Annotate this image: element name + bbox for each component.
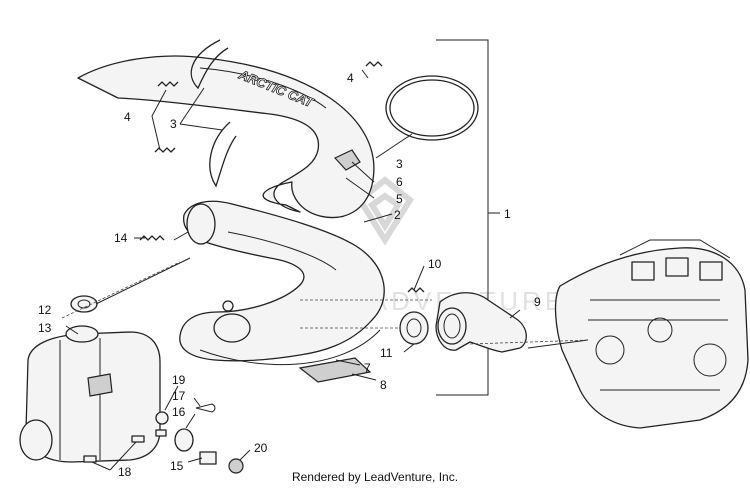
band-clamp: [385, 75, 479, 141]
assembly-bracket: [436, 39, 500, 396]
callout-3-right: 3: [396, 157, 403, 171]
spacer-15: [199, 451, 217, 465]
exhaust-manifold: [435, 292, 527, 353]
callout-7: 7: [364, 361, 371, 375]
callout-4-left: 4: [124, 110, 131, 124]
callout-4-top: 4: [347, 71, 354, 85]
callouts: 1 2 3 3 3 4 4 5 6 7 8 9 10 11 12 13 14 1…: [38, 71, 541, 479]
ring-12: [70, 295, 98, 313]
grommet-18: [83, 429, 167, 463]
callout-13: 13: [38, 321, 52, 335]
callout-16: 16: [172, 405, 186, 419]
callout-15: 15: [170, 459, 184, 473]
callout-1: 1: [504, 207, 511, 221]
callout-19: 19: [172, 373, 186, 387]
chain-clamp-upper: [190, 39, 229, 90]
spring-10: [407, 287, 425, 293]
spring-14: [139, 235, 165, 241]
leader-lines: [61, 69, 591, 471]
callout-6: 6: [396, 175, 403, 189]
nut-20: [228, 458, 244, 474]
spring-4-lower-left: [154, 147, 176, 153]
chain-clamp-lower: [209, 121, 237, 188]
expansion-chamber: [179, 200, 385, 383]
washer-19: [155, 411, 169, 425]
footer-credit: Rendered by LeadVenture, Inc.: [291, 470, 459, 484]
mount-16: [174, 428, 194, 452]
spring-4-top-right: [365, 61, 383, 67]
engine-block: [554, 239, 749, 429]
callout-11: 11: [380, 346, 393, 360]
heat-shield: ARCTIC CAT: [77, 55, 375, 219]
callout-14: 14: [114, 231, 128, 245]
spring-4-top-left: [157, 81, 179, 87]
callout-18: 18: [118, 465, 132, 479]
callout-3-left: 3: [170, 117, 177, 131]
silencer: [19, 325, 161, 463]
callout-5: 5: [396, 192, 403, 206]
callout-20: 20: [254, 441, 268, 455]
callout-8: 8: [380, 378, 387, 392]
callout-10: 10: [428, 257, 442, 271]
callout-2: 2: [394, 208, 401, 222]
pin-17: [195, 403, 216, 413]
callout-12: 12: [38, 303, 52, 317]
gasket-11: [399, 311, 429, 345]
callout-9: 9: [534, 295, 541, 309]
callout-17: 17: [172, 389, 186, 403]
